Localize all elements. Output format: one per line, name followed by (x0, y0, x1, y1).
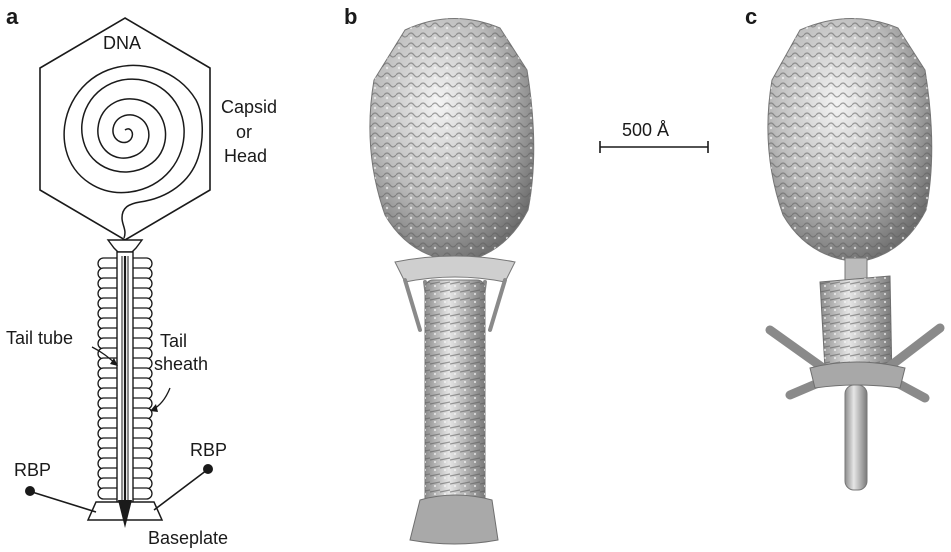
contracted-baseplate (810, 362, 905, 388)
scale-bar-label: 500 Å (622, 120, 669, 141)
rbp-left-label: RBP (14, 460, 51, 481)
contracted-tail-tube (845, 385, 867, 490)
dna-label: DNA (103, 33, 141, 54)
rbp-right-label: RBP (190, 440, 227, 461)
tail-sheath-label-line2: sheath (154, 354, 208, 375)
tail-tube-label: Tail tube (6, 328, 73, 349)
contracted-head-texture (768, 18, 932, 262)
baseplate-label: Baseplate (148, 528, 228, 549)
tail-sheath-label-line1: Tail (160, 331, 187, 352)
capsid-label-line1: Capsid (221, 97, 277, 118)
capsid-label-line3: Head (224, 146, 267, 167)
capsid-label-line2: or (236, 122, 252, 143)
contracted-neck (845, 258, 867, 280)
